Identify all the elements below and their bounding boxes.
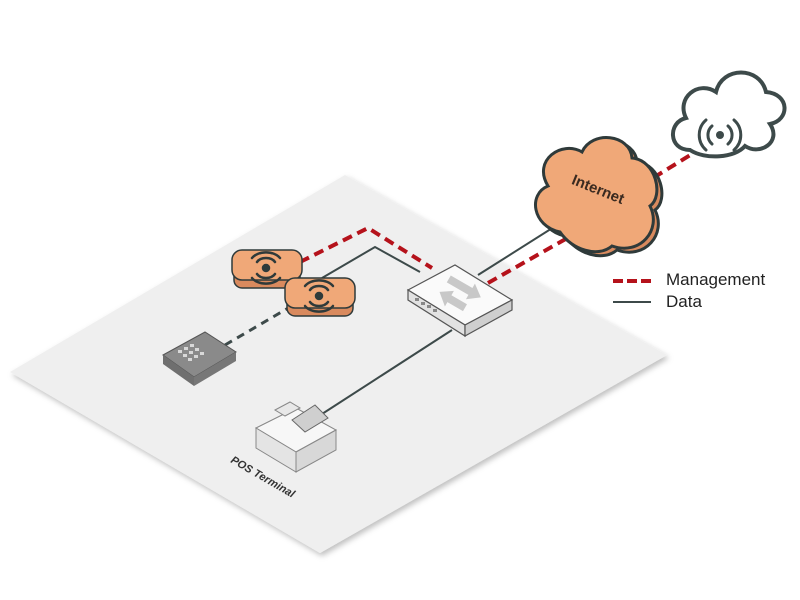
internet-cloud-icon: Internet xyxy=(534,136,664,258)
arrows-icon xyxy=(439,275,481,312)
handheld-payment-terminal-icon xyxy=(162,331,237,386)
management-cloud-icon xyxy=(671,70,787,159)
switch-device xyxy=(406,264,514,338)
access-point-2 xyxy=(284,277,356,317)
wireless-link-handheld-ap xyxy=(224,305,291,347)
data-link-switch-pos xyxy=(321,329,453,415)
legend-management-label: Management xyxy=(666,270,766,289)
wireless-icon xyxy=(303,279,335,313)
legend-data-label: Data xyxy=(666,292,702,311)
access-point-1 xyxy=(231,249,303,289)
data-link-ap-switch xyxy=(321,245,421,279)
mgmt-link-switch-internet xyxy=(487,230,579,285)
floor-plane xyxy=(10,175,667,553)
mgmt-link-ap-switch xyxy=(299,225,434,270)
wireless-icon xyxy=(250,251,282,285)
pos-terminal-icon xyxy=(254,401,338,473)
